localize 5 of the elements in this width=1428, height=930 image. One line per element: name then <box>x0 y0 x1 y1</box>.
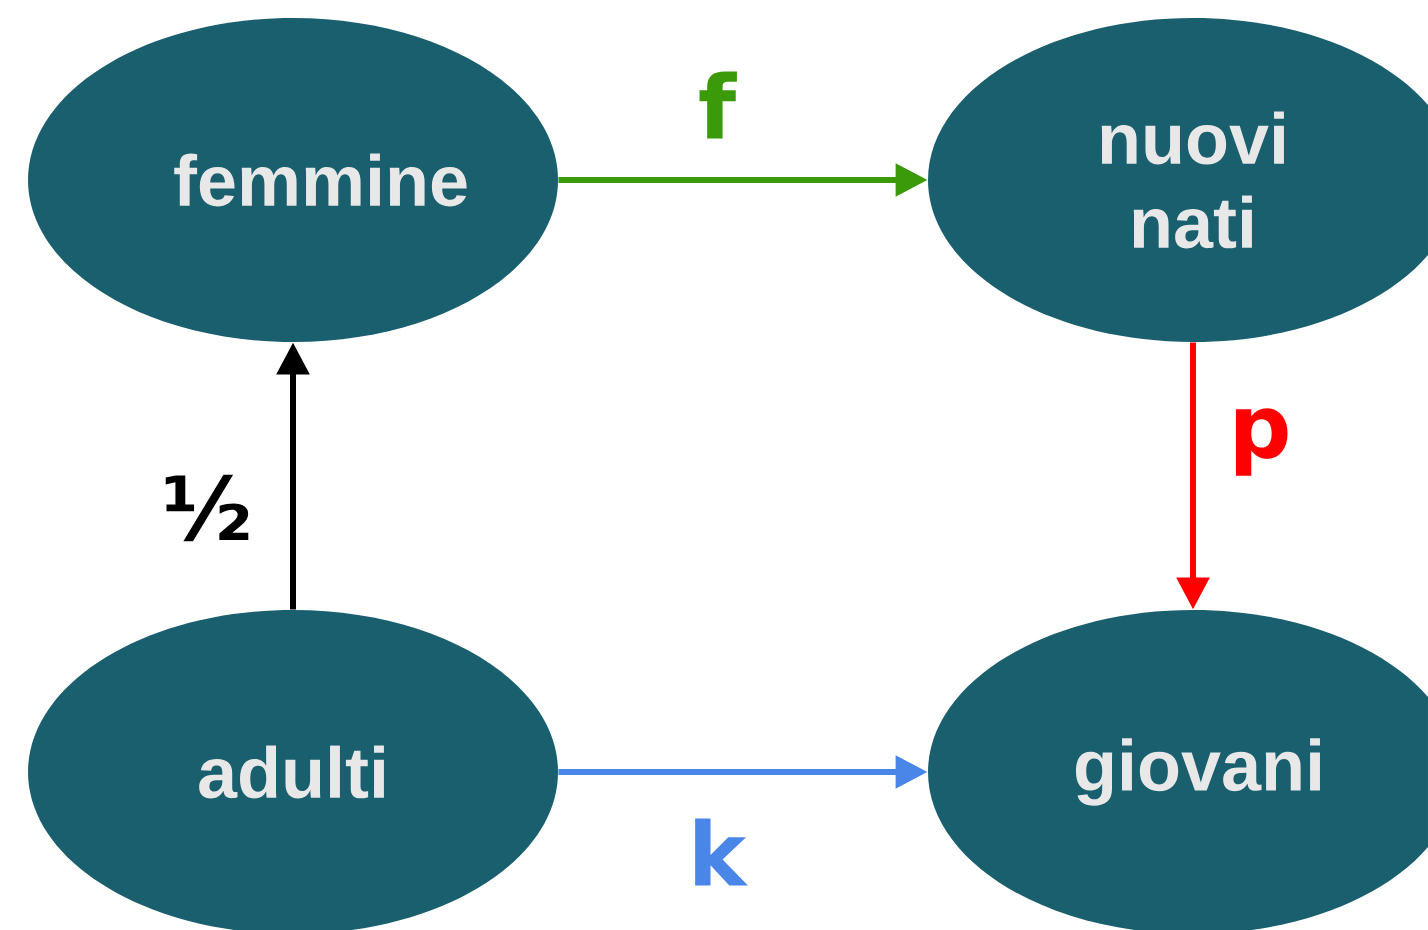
ellipse-node: femmine <box>28 18 558 342</box>
edge-label: k <box>695 818 748 886</box>
edge-label: p <box>1235 408 1288 476</box>
edge-label: ½ <box>165 474 249 542</box>
edge-label: f <box>699 71 737 139</box>
